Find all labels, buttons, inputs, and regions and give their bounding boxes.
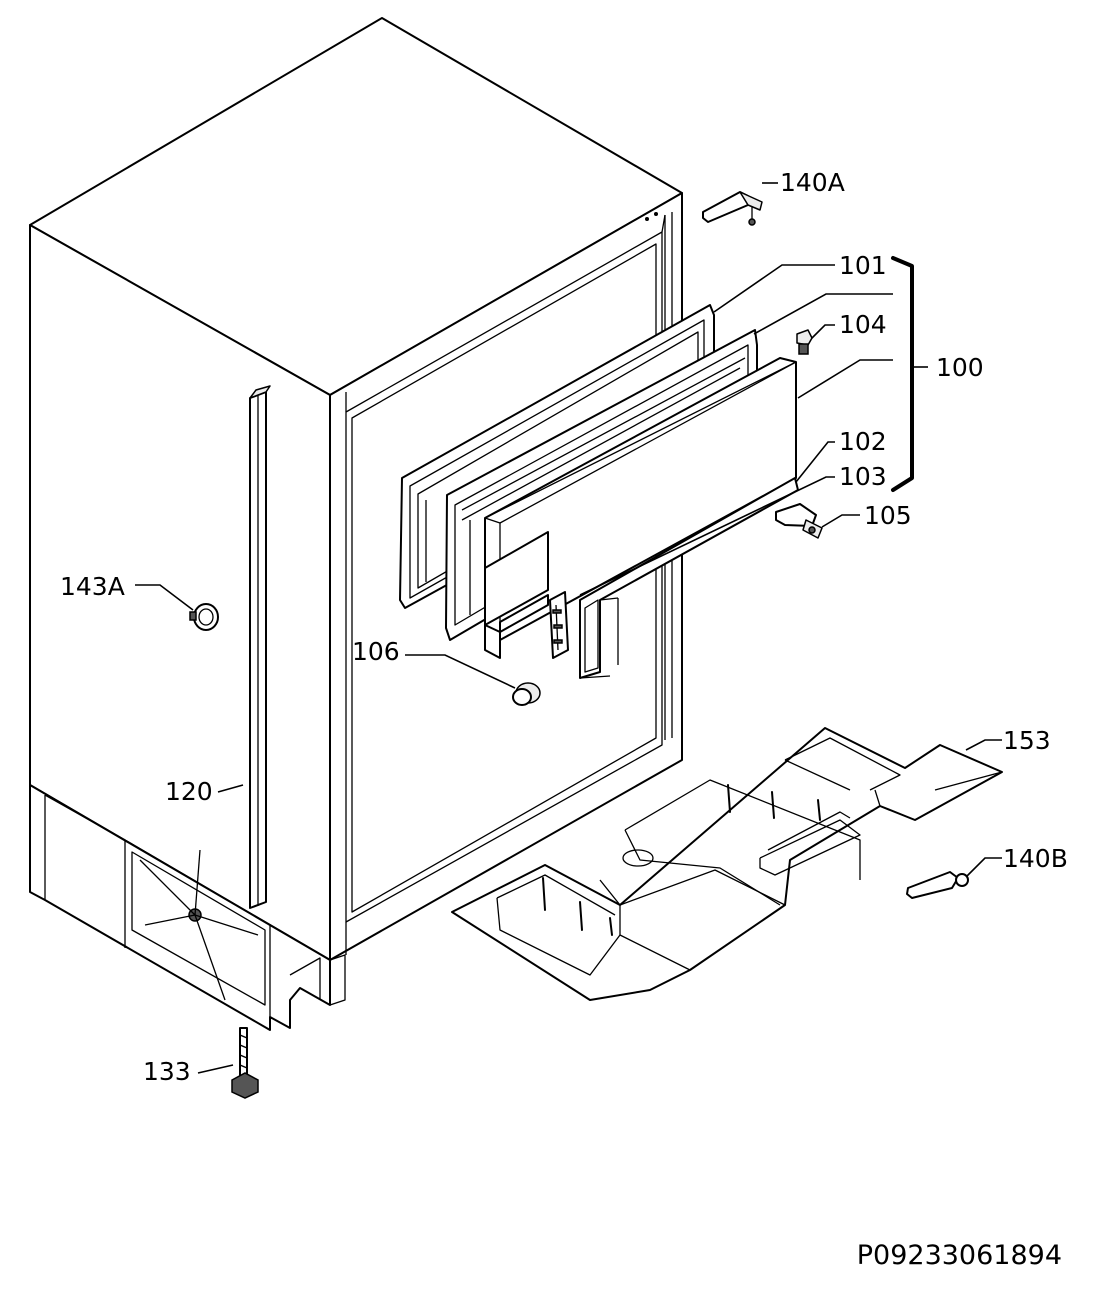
door-handle-102 (484, 531, 549, 659)
callout-102: 102 (839, 427, 887, 456)
hinge-bracket (549, 591, 569, 659)
callout-140A: 140A (780, 168, 845, 197)
knob-143A-part (189, 603, 219, 631)
drawing-code: P09233061894 (857, 1240, 1062, 1271)
callout-104: 104 (839, 310, 887, 339)
bracket-105-part (775, 503, 823, 539)
drip-tray-153 (451, 727, 1003, 1001)
hinge-140B-part (906, 871, 969, 899)
callout-106: 106 (352, 637, 400, 666)
leader-lines (135, 182, 1002, 1074)
callout-100: 100 (936, 353, 984, 382)
callout-120: 120 (165, 777, 213, 806)
base-plinth (29, 784, 347, 1031)
side-trim-strip (249, 385, 271, 909)
plug-106-part (512, 682, 541, 706)
callout-103: 103 (839, 462, 887, 491)
pin-104-part (796, 329, 813, 355)
callout-143A: 143A (60, 572, 125, 601)
callout-153: 153 (1003, 726, 1051, 755)
assembly-bracket-100 (891, 256, 928, 492)
callout-133: 133 (143, 1057, 191, 1086)
foot-133-part (231, 1027, 259, 1099)
callout-101: 101 (839, 251, 887, 280)
handle-bar-103 (579, 477, 799, 679)
callout-105: 105 (864, 501, 912, 530)
hinge-140A-part (702, 191, 763, 226)
callout-140B: 140B (1003, 844, 1068, 873)
